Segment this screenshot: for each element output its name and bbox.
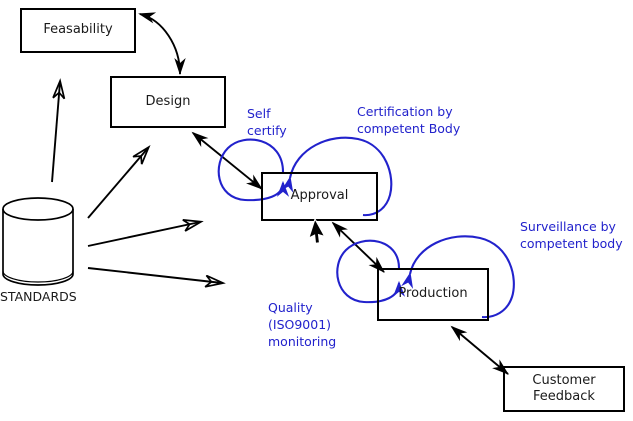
node-production-label: Production	[398, 286, 468, 302]
edge-approval-production	[331, 221, 385, 273]
node-feasability[interactable]: Feasability	[20, 8, 136, 53]
node-design[interactable]: Design	[110, 76, 226, 128]
annotation-quality-iso9001-monitoring: Quality (ISO9001) monitoring	[268, 300, 337, 349]
node-customer-feedback-label: Customer Feedback	[532, 372, 596, 404]
edge-design-to-feasability	[138, 12, 186, 76]
edge-standards-to-feasability	[51, 82, 60, 183]
loop-self-certify	[217, 138, 290, 202]
node-production[interactable]: Production	[377, 268, 489, 321]
edge-design-approval	[191, 131, 263, 190]
edge-production-customer-feedback	[450, 325, 509, 375]
annotation-surveillance-by-competent-body: Surveillance by competent body	[520, 219, 623, 251]
node-approval[interactable]: Approval	[261, 172, 378, 221]
node-customer-feedback[interactable]: Customer Feedback	[503, 366, 625, 412]
node-standards-label: STANDARDS	[0, 289, 77, 304]
node-design-label: Design	[145, 93, 191, 109]
loop-certification-competent-body	[281, 136, 393, 217]
edge-standards-to-production	[87, 267, 222, 283]
node-feasability-label: Feasability	[43, 22, 113, 38]
edge-standards-to-design	[87, 148, 148, 219]
loop-surveillance-competent-body	[401, 235, 515, 319]
node-approval-label: Approval	[290, 188, 349, 204]
loop-quality-monitoring	[336, 239, 406, 304]
edge-standards-to-approval	[87, 222, 200, 247]
annotation-self-certify: Self certify	[247, 106, 287, 138]
annotation-certification-by-competent-body: Certification by competent Body	[357, 104, 461, 136]
standards-cylinder-shape	[2, 197, 74, 286]
